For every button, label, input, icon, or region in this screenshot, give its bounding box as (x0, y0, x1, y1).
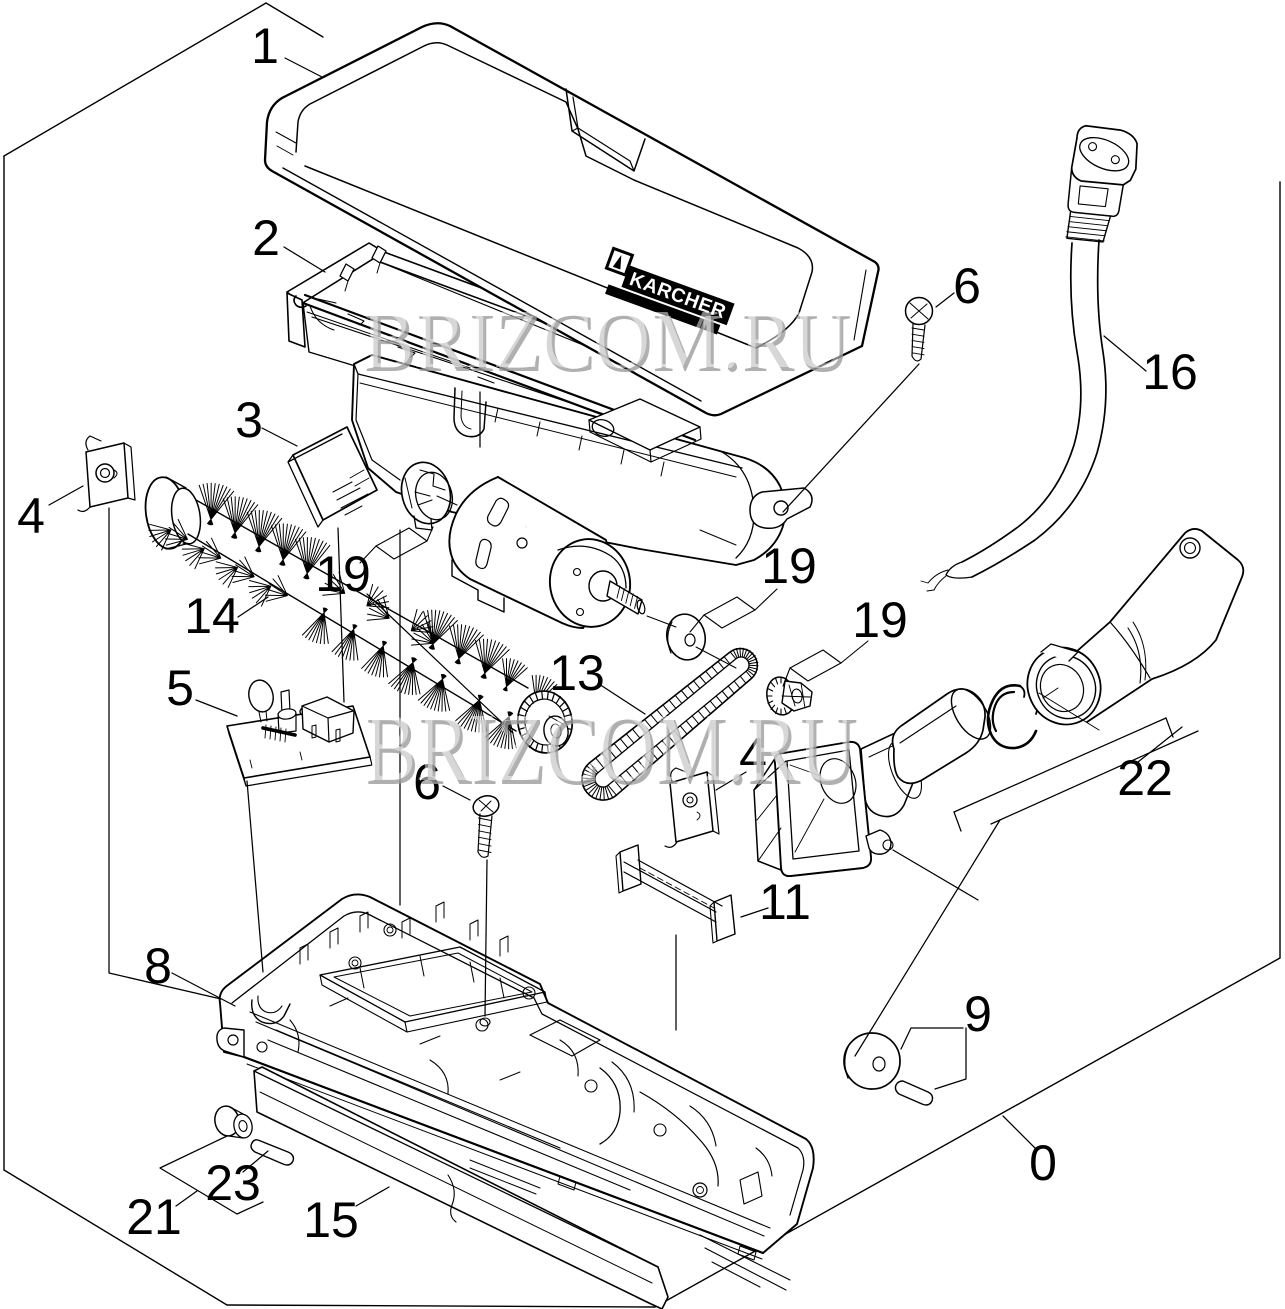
svg-text:1: 1 (251, 18, 279, 74)
svg-text:BRIZCOM.RU: BRIZCOM.RU (365, 297, 852, 390)
svg-text:15: 15 (303, 1192, 359, 1248)
svg-text:3: 3 (235, 392, 263, 448)
svg-text:21: 21 (126, 1189, 182, 1245)
svg-text:4: 4 (739, 728, 767, 784)
svg-text:16: 16 (1142, 344, 1198, 400)
svg-text:9: 9 (964, 986, 992, 1042)
svg-text:19: 19 (761, 538, 817, 594)
svg-text:23: 23 (205, 1155, 261, 1211)
svg-text:0: 0 (1029, 1135, 1057, 1191)
svg-text:22: 22 (1117, 750, 1173, 806)
svg-text:19: 19 (852, 592, 908, 648)
svg-text:2: 2 (252, 210, 280, 266)
svg-text:14: 14 (184, 588, 240, 644)
svg-text:6: 6 (413, 754, 441, 810)
svg-text:BRIZCOM.RU: BRIZCOM.RU (362, 293, 849, 386)
svg-text:4: 4 (17, 488, 45, 544)
svg-text:6: 6 (953, 258, 981, 314)
svg-text:13: 13 (549, 645, 605, 701)
svg-text:19: 19 (315, 546, 371, 602)
svg-text:8: 8 (144, 938, 172, 994)
svg-text:BRIZCOM.RU: BRIZCOM.RU (363, 694, 855, 801)
svg-text:11: 11 (759, 874, 811, 930)
svg-text:5: 5 (166, 660, 194, 716)
svg-text:BRIZCOM.RU: BRIZCOM.RU (366, 698, 858, 805)
